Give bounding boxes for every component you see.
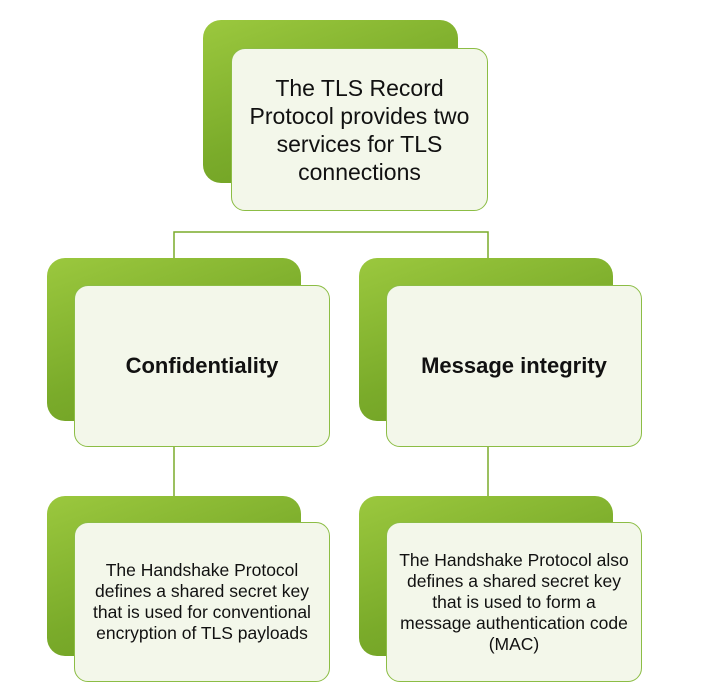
- root-node-text: The TLS Record Protocol provides two ser…: [249, 74, 470, 185]
- confidentiality-detail-text: The Handshake Protocol defines a shared …: [93, 560, 311, 643]
- confidentiality-node: Confidentiality: [74, 285, 330, 447]
- integrity-node: Message integrity: [386, 285, 642, 447]
- integrity-title: Message integrity: [421, 353, 607, 378]
- integrity-detail-text: The Handshake Protocol also defines a sh…: [399, 549, 629, 654]
- confidentiality-detail-node: The Handshake Protocol defines a shared …: [74, 522, 330, 682]
- root-node: The TLS Record Protocol provides two ser…: [231, 48, 488, 211]
- root-to-branches-connector: [173, 231, 489, 270]
- integrity-detail-node: The Handshake Protocol also defines a sh…: [386, 522, 642, 682]
- confidentiality-title: Confidentiality: [125, 353, 279, 378]
